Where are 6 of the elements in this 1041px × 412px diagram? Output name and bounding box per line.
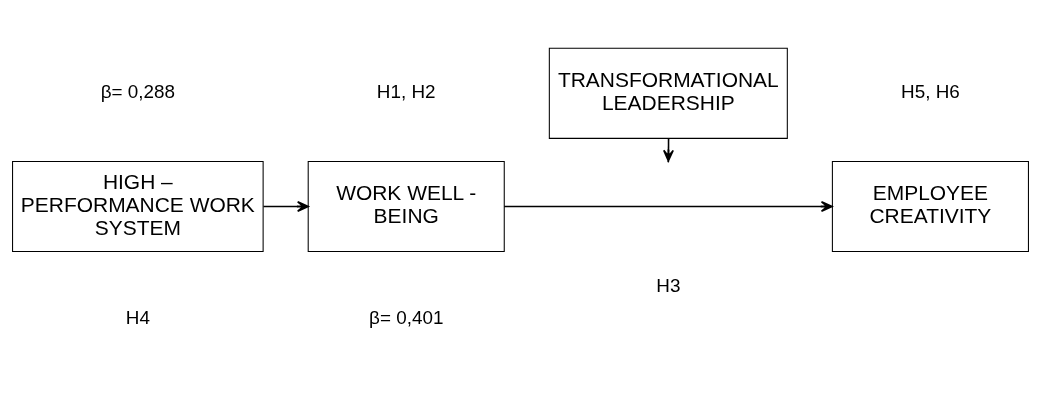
label: β= 0,288 <box>100 80 175 102</box>
label: β= 0,401 <box>369 306 444 328</box>
label: H5, H6 <box>901 80 960 102</box>
label: H3 <box>656 274 681 296</box>
label: H4 <box>125 306 150 328</box>
label: H1, H2 <box>376 80 436 102</box>
